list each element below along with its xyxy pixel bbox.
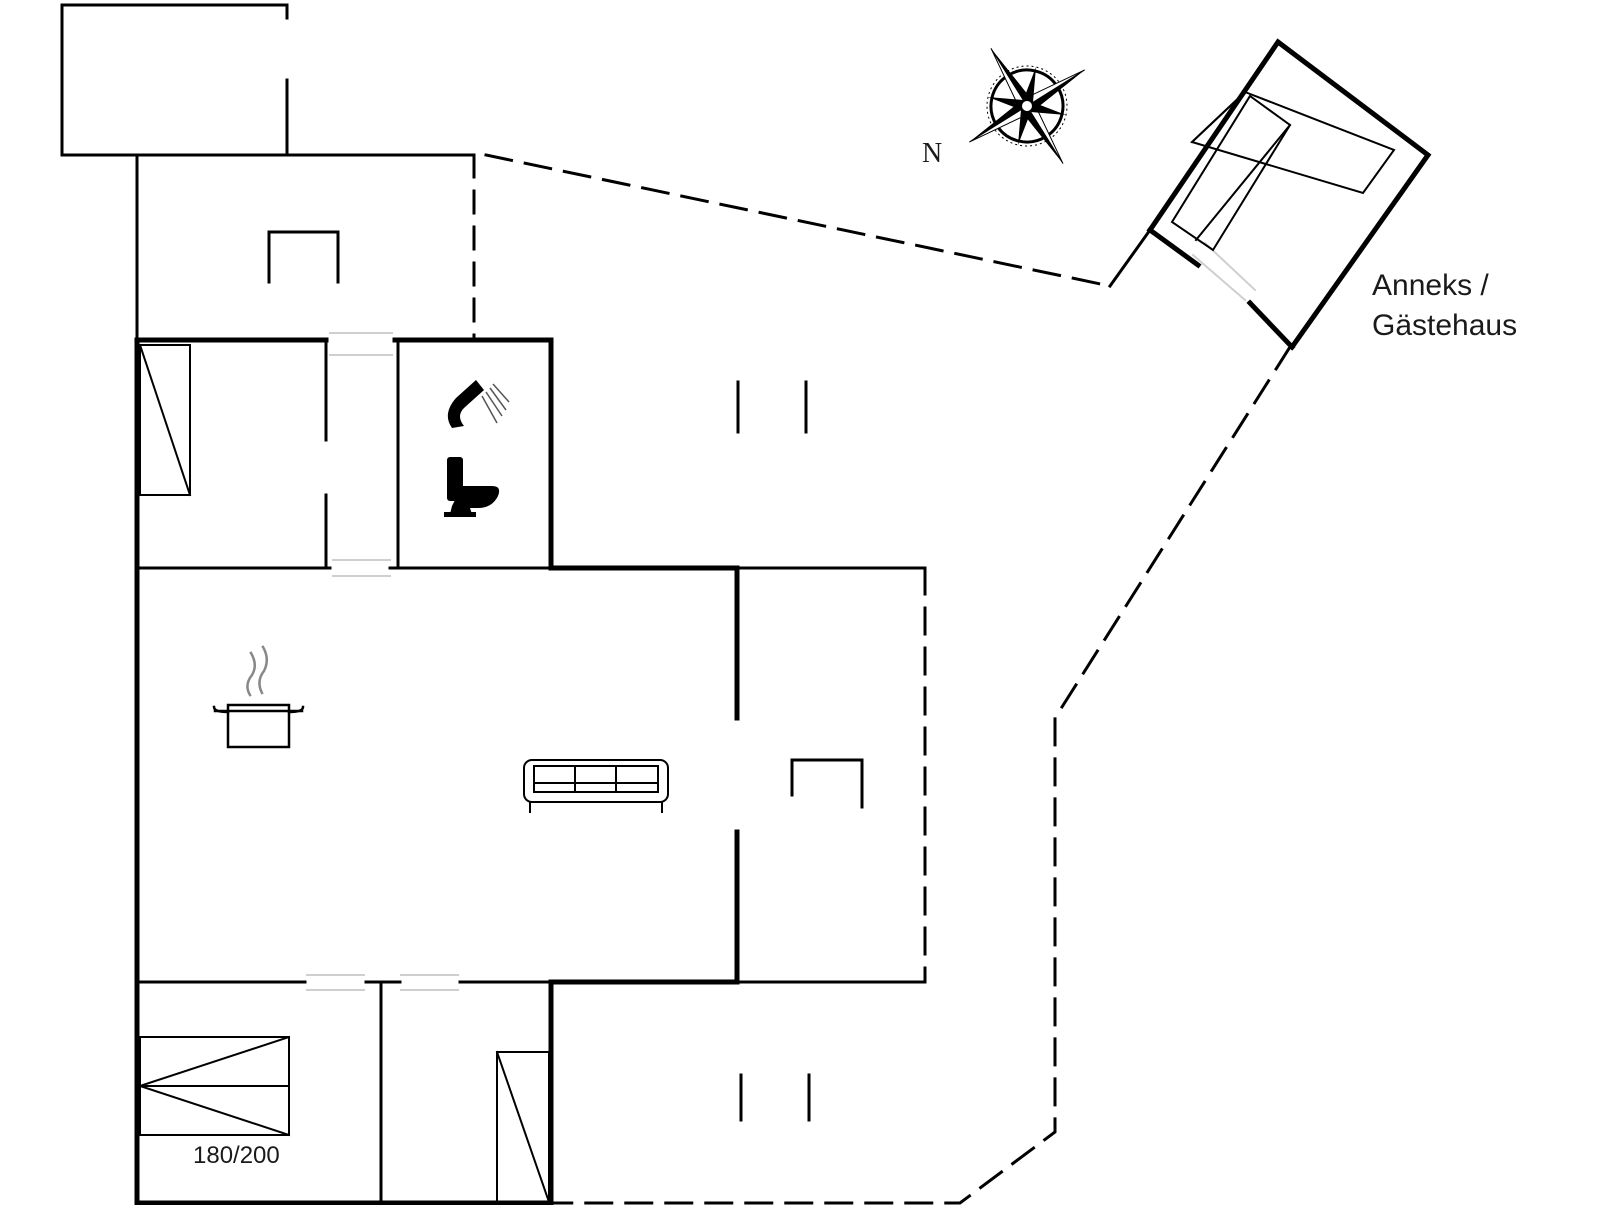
chair-icon (736, 380, 808, 434)
sofa-icon (523, 759, 669, 813)
annex-label: Anneks / Gästehaus (1372, 266, 1517, 346)
terrace-boundary (484, 153, 1293, 1205)
guest-annex (1107, 38, 1432, 351)
annex-label-line2: Gästehaus (1372, 309, 1518, 342)
shower-icon (447, 380, 510, 428)
compass-rose-icon (969, 48, 1085, 164)
interior-walls (135, 338, 927, 1205)
chair-icon (739, 1073, 811, 1122)
chair-icon (790, 758, 864, 809)
toilet-icon (444, 457, 500, 517)
upper-terrace (135, 153, 476, 342)
single-bed-icon (1190, 90, 1396, 195)
single-bed-icon (138, 343, 192, 497)
bed-size-label: 180/200 (193, 1142, 280, 1169)
exterior-walls (134, 337, 740, 1205)
single-bed-icon (1170, 94, 1292, 252)
single-bed-icon (495, 1050, 551, 1204)
double-bed-icon (138, 1035, 291, 1137)
chair-icon (267, 230, 340, 284)
cooking-pot-icon (212, 645, 305, 749)
storage-shed (60, 3, 289, 157)
annex-label-line1: Anneks / (1372, 269, 1489, 302)
north-label: N (922, 138, 943, 169)
door-openings (306, 241, 1257, 991)
